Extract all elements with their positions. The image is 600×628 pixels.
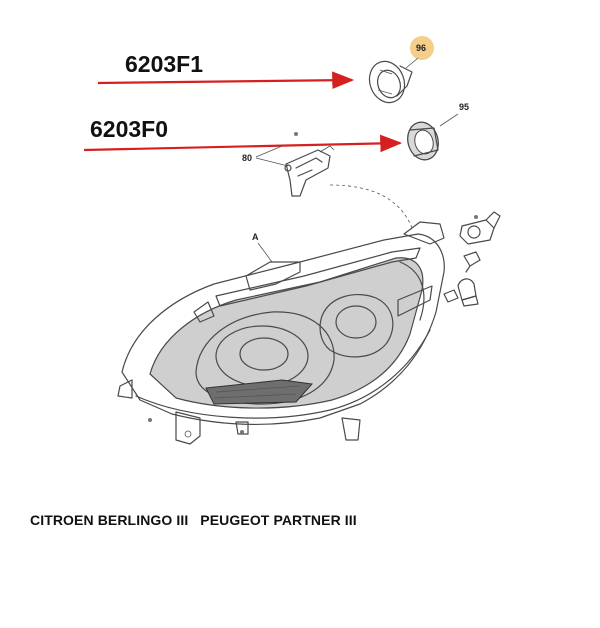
headlamp-assembly xyxy=(117,221,445,445)
part-code-6203f0: 6203F0 xyxy=(90,116,168,142)
bulb-h7 xyxy=(459,211,501,245)
vehicle-model-caption: CITROEN BERLINGO III PEUGEOT PARTNER III xyxy=(30,512,357,528)
bracket-dashed-leader xyxy=(329,184,413,229)
callout-96-leader xyxy=(405,57,419,69)
callout-96-highlight xyxy=(410,36,434,60)
callout-80-leader-a xyxy=(255,145,283,158)
retaining-ring-95 xyxy=(407,121,439,161)
callout-95-label: 95 xyxy=(459,102,469,112)
callout-80-label: 80 xyxy=(242,153,252,163)
callout-80-leader-b xyxy=(255,157,289,167)
arrow-to-cap-96 xyxy=(97,71,355,90)
bulb-side-marker xyxy=(463,251,481,273)
callout-95-leader xyxy=(439,113,459,127)
bulb-cover-cap-96 xyxy=(368,60,413,104)
callout-96-label: 96 xyxy=(416,43,426,53)
arrow-to-ring-95 xyxy=(83,134,403,153)
bulb-indicator xyxy=(457,278,479,307)
callout-a-leader xyxy=(257,242,273,263)
bulb-socket-small xyxy=(443,289,459,303)
part-code-6203f1: 6203F1 xyxy=(125,51,203,77)
callout-a-label: A xyxy=(252,232,259,242)
mounting-bracket-80 xyxy=(284,132,335,197)
